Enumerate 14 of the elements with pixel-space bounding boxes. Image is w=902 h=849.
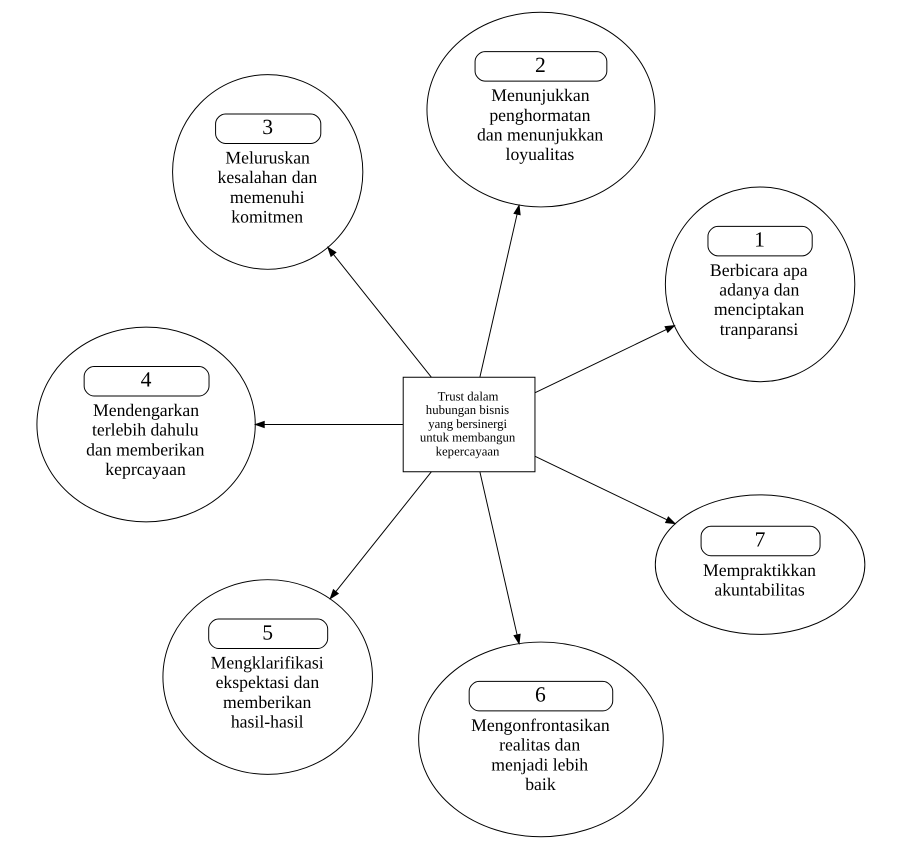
arrow [534, 324, 676, 394]
arrow [254, 420, 404, 428]
node-ellipse: 7 Mempraktikkan akuntabilitas [654, 494, 866, 635]
arrow [479, 204, 521, 378]
node-ellipse: 2 Menunjukkan penghormatan dan menunjukkan loyualitas [426, 12, 656, 208]
arrow [534, 456, 676, 524]
node-box: Trust dalam hubungan bisnis yang bersinergi untuk membangun kepercayaan [402, 376, 536, 472]
node-circle: 3 Meluruskan kesalahan dan memenuhi komitmen [172, 74, 364, 270]
node-ellipse: 4 Mendengarkan terlebih dahulu dan memberikan keprcayaan [36, 326, 256, 522]
node-circle: 5 Mengklarifikasi ekspektasi dan memberikan hasil-hasil [162, 579, 373, 775]
node-ellipse: 6 Mengonfrontasikan realitas dan menjadi lebih baik [418, 642, 664, 838]
arrow [326, 246, 432, 378]
arrow [479, 471, 521, 645]
arrow [329, 471, 432, 600]
